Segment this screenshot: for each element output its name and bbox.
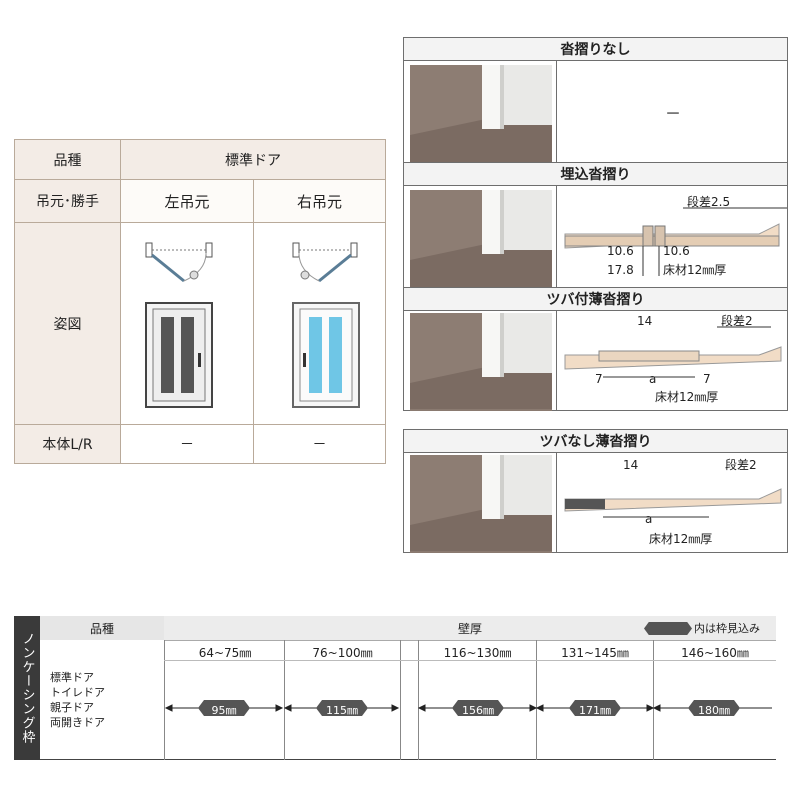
door-type-list: 標準ドア トイレドア 親子ドア 両開きドア bbox=[50, 670, 105, 730]
dim-10-6-right: 10.6 bbox=[663, 244, 690, 258]
floor-thickness: 床材12㎜厚 bbox=[649, 532, 712, 546]
section-title: ツバなし薄沓摺り bbox=[404, 430, 787, 453]
width-14: 14 bbox=[623, 458, 638, 472]
left-hinge-label: 左吊元 bbox=[120, 179, 254, 223]
row-label-figure: 姿図 bbox=[14, 222, 121, 425]
section-flanged-threshold: ツバ付薄沓摺り 14 段差2 7 a 7 床材12㎜厚 bbox=[403, 287, 788, 411]
flange-a: a bbox=[649, 372, 656, 386]
floor-photo bbox=[410, 313, 552, 411]
step-label: 段差2.5 bbox=[687, 194, 730, 209]
right-door-figure bbox=[291, 242, 360, 408]
depth-3: 156㎜ bbox=[462, 704, 494, 717]
floor-thickness: 床材12㎜厚 bbox=[663, 263, 726, 277]
right-hinge-label: 右吊元 bbox=[253, 179, 386, 223]
range-3: 116~130㎜ bbox=[443, 646, 512, 660]
section-no-threshold: 沓摺りなし － bbox=[403, 37, 788, 163]
dim-17-8: 17.8 bbox=[607, 263, 634, 277]
body-left-value: － bbox=[120, 424, 254, 464]
frame-depth-arrows bbox=[164, 700, 772, 716]
floor-thickness: 床材12㎜厚 bbox=[655, 390, 718, 404]
row-label-body: 本体L/R bbox=[14, 424, 121, 464]
floor-photo bbox=[410, 65, 552, 163]
range-2: 76~100㎜ bbox=[312, 646, 373, 660]
step-label: 段差2 bbox=[725, 457, 757, 472]
body-right-value: － bbox=[253, 424, 386, 464]
door-type: 標準ドア bbox=[50, 671, 94, 684]
unflanged-threshold-diagram: 14 段差2 a 床材12㎜厚 bbox=[564, 457, 782, 546]
side-label: ノンケーシング枠 bbox=[14, 616, 40, 760]
section-title: 埋込沓摺り bbox=[404, 163, 787, 186]
step-label: 段差2 bbox=[721, 313, 753, 328]
legend-text: 内は枠見込み bbox=[694, 622, 760, 635]
range-4: 131~145㎜ bbox=[561, 646, 629, 660]
spec-table: 品種 標準ドア 吊元･勝手 左吊元 右吊元 姿図 bbox=[14, 139, 386, 464]
door-type: トイレドア bbox=[50, 686, 105, 699]
legend-shape bbox=[644, 622, 692, 635]
left-door-figure bbox=[145, 242, 213, 408]
flanged-threshold-diagram: 14 段差2 7 a 7 床材12㎜厚 bbox=[564, 313, 782, 404]
range-1: 64~75㎜ bbox=[198, 646, 252, 660]
depth-4: 171㎜ bbox=[579, 704, 611, 717]
row-label-hinshu: 品種 bbox=[14, 139, 121, 180]
hinshu-value: 標準ドア bbox=[120, 139, 386, 180]
dim-10-6-left: 10.6 bbox=[607, 244, 634, 258]
flange-right: 7 bbox=[703, 372, 711, 386]
section-embedded-threshold: 埋込沓摺り 段差2.5 10.6 10.6 17.8 床材12㎜厚 bbox=[403, 162, 788, 288]
range-5: 146~160㎜ bbox=[681, 646, 749, 660]
right-door-figure-cell bbox=[253, 222, 386, 425]
noflange-a: a bbox=[645, 512, 652, 526]
no-threshold-value: － bbox=[664, 103, 681, 123]
door-type: 両開きドア bbox=[50, 716, 105, 729]
floor-photo bbox=[410, 190, 552, 288]
depth-5: 180㎜ bbox=[698, 704, 730, 717]
flange-left: 7 bbox=[595, 372, 603, 386]
section-unflanged-threshold: ツバなし薄沓摺り 14 段差2 a 床材12㎜厚 bbox=[403, 429, 788, 553]
embedded-threshold-diagram: 段差2.5 10.6 10.6 17.8 床材12㎜厚 bbox=[564, 194, 787, 277]
width-14: 14 bbox=[637, 314, 652, 328]
row-label-tsurimoto: 吊元･勝手 bbox=[14, 179, 121, 223]
left-door-figure-cell bbox=[120, 222, 254, 425]
depth-2: 115㎜ bbox=[326, 704, 358, 717]
section-title: ツバ付薄沓摺り bbox=[404, 288, 787, 311]
floor-photo bbox=[410, 455, 552, 553]
col-hinshu: 品種 bbox=[40, 616, 165, 640]
frame-table: ノンケーシング枠 品種 壁厚 内は枠見込み 64~75㎜ 76~100㎜ 116… bbox=[14, 616, 776, 760]
depth-1: 95㎜ bbox=[211, 704, 237, 717]
section-title: 沓摺りなし bbox=[404, 38, 787, 61]
door-type: 親子ドア bbox=[50, 701, 94, 714]
